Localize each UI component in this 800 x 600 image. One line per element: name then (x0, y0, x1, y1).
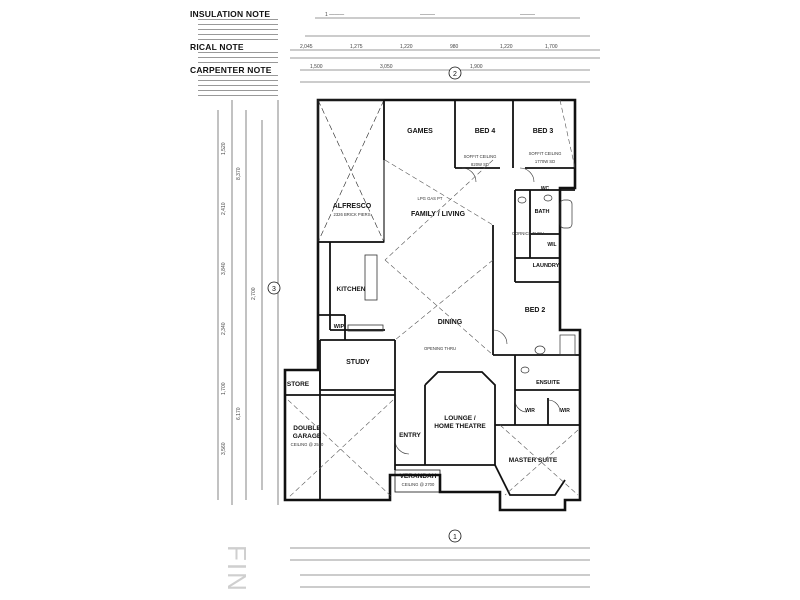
bottom-dimension-lines (290, 547, 590, 588)
room-wip: WIP (334, 324, 345, 330)
svg-text:980: 980 (450, 44, 459, 50)
svg-text:3,560: 3,560 (221, 442, 227, 455)
note-bed3-soffit: SOFFIT CEILING (529, 151, 562, 156)
notes-panel: INSULATION NOTE RICAL NOTE CARPENTER NOT… (190, 10, 320, 99)
room-family-living: FAMILY / LIVING (411, 211, 466, 218)
svg-text:1 ———: 1 ——— (325, 12, 344, 18)
grid-marker-left: 3 (272, 286, 276, 293)
annotations: SOFFIT CEILING 820W SD SOFFIT CEILING 17… (291, 151, 562, 487)
room-verandah: VERANDAH (400, 473, 437, 480)
svg-text:2,410: 2,410 (221, 202, 227, 215)
alfresco-outline (317, 99, 385, 243)
insulation-note-heading: INSULATION NOTE (190, 9, 271, 19)
svg-text:———: ——— (420, 12, 435, 18)
note-bed3-sd: 1770W SD (535, 159, 555, 164)
svg-text:1,900: 1,900 (470, 64, 483, 70)
room-study: STUDY (346, 359, 370, 366)
note-alfresco: 2326 BRICK PIERS (333, 212, 370, 217)
svg-text:3,840: 3,840 (221, 262, 227, 275)
left-dim-numbers: 1,520 2,410 3,840 2,340 1,700 3,560 8,37… (221, 142, 257, 455)
svg-text:3,050: 3,050 (380, 64, 393, 70)
svg-text:1,220: 1,220 (500, 44, 513, 50)
note-opening: OPENING THRU (424, 346, 456, 351)
svg-text:———: ——— (520, 12, 535, 18)
svg-text:1,700: 1,700 (221, 382, 227, 395)
room-double: DOUBLE (293, 425, 321, 432)
grid-marker-bottom: 1 (453, 534, 457, 541)
door-swings (394, 167, 561, 455)
left-dimension-lines (217, 100, 279, 505)
room-entry: ENTRY (399, 432, 421, 439)
svg-text:1,275: 1,275 (350, 44, 363, 50)
room-ensuite: ENSUITE (536, 380, 560, 386)
svg-text:1,520: 1,520 (221, 142, 227, 155)
room-games: GAMES (407, 128, 433, 135)
carpenter-note-heading: CARPENTER NOTE (190, 65, 272, 75)
room-wir-1: WIR (525, 408, 535, 414)
svg-text:8,370: 8,370 (236, 167, 242, 180)
top-dim-numbers: 1 ——— ——— ——— 2,045 1,275 1,220 980 1,220 1,70… (300, 12, 558, 70)
top-dimension-lines (290, 17, 600, 83)
svg-text:1,500: 1,500 (310, 64, 323, 70)
room-bath: BATH (535, 209, 550, 215)
room-laundry: LAUNDRY (533, 263, 560, 269)
garage-door (290, 469, 441, 501)
room-master-suite: MASTER SUITE (509, 457, 558, 464)
room-bed4: BED 4 (475, 128, 496, 135)
grid-markers: 2 3 1 (267, 66, 462, 543)
room-wil: WIL (547, 242, 556, 248)
room-lounge: LOUNGE / (444, 415, 476, 422)
room-bed3: BED 3 (533, 128, 554, 135)
room-bed2: BED 2 (525, 307, 546, 314)
room-wir-2: WIR (560, 408, 570, 414)
svg-text:2,340: 2,340 (221, 322, 227, 335)
note-verandah-ceiling: CEILING @ 2700 (402, 482, 435, 487)
svg-text:6,170: 6,170 (236, 407, 242, 420)
kitchen-bench (347, 254, 384, 332)
note-bed4-sd: 820W SD (471, 162, 489, 167)
watermark-text: FIN (222, 545, 252, 593)
bath-fixtures (517, 194, 576, 374)
room-labels: GAMES BED 4 BED 3 ALFRESCO FAMILY / LIVI… (287, 128, 570, 480)
interior-walls (285, 100, 580, 500)
note-games-soffit: SOFFIT CEILING (464, 154, 497, 159)
note-cornice: CORNICE THRU (512, 231, 544, 236)
note-garage-ceiling: CEILING @ 2510 (291, 442, 324, 447)
room-garage: GARAGE (293, 433, 322, 440)
room-store: STORE (287, 381, 310, 388)
svg-text:2,700: 2,700 (251, 287, 257, 300)
svg-text:1,220: 1,220 (400, 44, 413, 50)
room-wc: WC (541, 186, 550, 192)
grid-marker-top: 2 (453, 71, 457, 78)
room-dining: DINING (438, 319, 463, 326)
electrical-note-heading: RICAL NOTE (190, 42, 244, 52)
note-lpg: LPG GAS PT (418, 196, 443, 201)
room-home-theatre: HOME THEATRE (434, 423, 486, 430)
svg-text:1,700: 1,700 (545, 44, 558, 50)
room-kitchen: KITCHEN (337, 286, 366, 293)
room-alfresco: ALFRESCO (333, 203, 372, 210)
svg-text:2,045: 2,045 (300, 44, 313, 50)
